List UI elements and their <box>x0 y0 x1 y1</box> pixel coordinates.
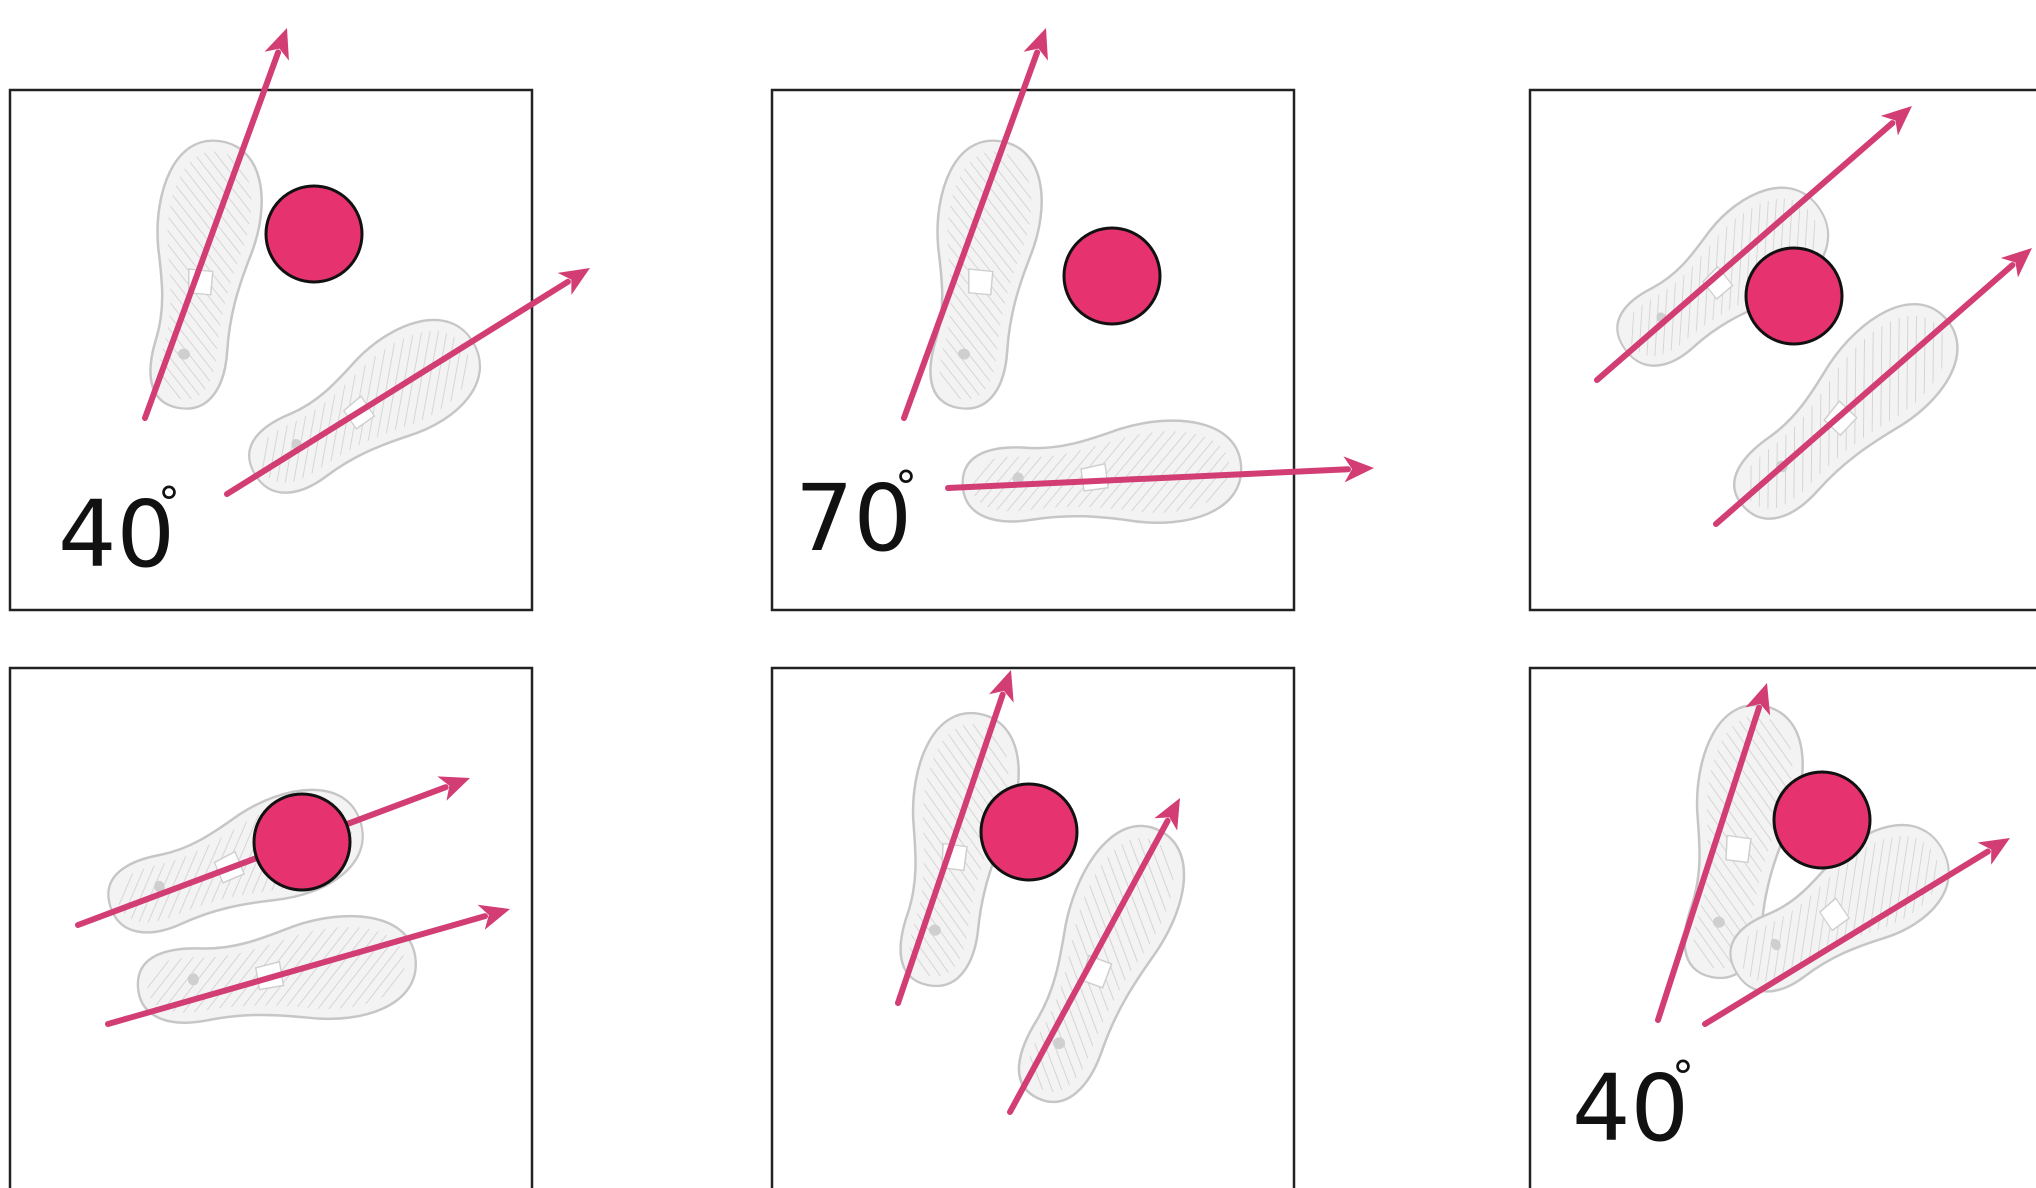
arrow-right-panel-1 <box>224 268 590 497</box>
arrow-left-panel-1 <box>142 28 289 421</box>
arrow-left-panel-3 <box>1594 106 1912 383</box>
angle-label-panel-2: 70 <box>795 465 912 572</box>
ball-panel-4 <box>252 792 352 892</box>
angle-label-panel-1: 40 <box>58 481 175 588</box>
arrow-right-panel-5 <box>1007 798 1180 1115</box>
arrow-right-panel-6 <box>1702 838 2010 1027</box>
degree-symbol-panel-6: ° <box>1672 1052 1694 1103</box>
arrow-left-panel-2 <box>901 28 1048 421</box>
arrow-right-panel-2 <box>945 456 1374 491</box>
arrow-left-panel-6 <box>1655 683 1771 1023</box>
arrow-right-panel-3 <box>1713 248 2032 527</box>
ball-panel-1 <box>264 184 364 284</box>
ball-panel-6 <box>1772 770 1872 870</box>
degree-symbol-panel-1: ° <box>158 478 180 529</box>
ball-panel-3 <box>1744 246 1844 346</box>
ball-panel-5 <box>979 782 1079 882</box>
angle-label-panel-6: 40 <box>1572 1055 1689 1162</box>
degree-symbol-panel-2: ° <box>895 462 917 513</box>
panel-frame-3 <box>1528 88 2036 612</box>
ball-panel-2 <box>1062 226 1162 326</box>
panel-frame-5 <box>770 666 1296 1188</box>
arrow-right-panel-4 <box>105 904 510 1027</box>
arrow-left-panel-5 <box>895 670 1014 1006</box>
